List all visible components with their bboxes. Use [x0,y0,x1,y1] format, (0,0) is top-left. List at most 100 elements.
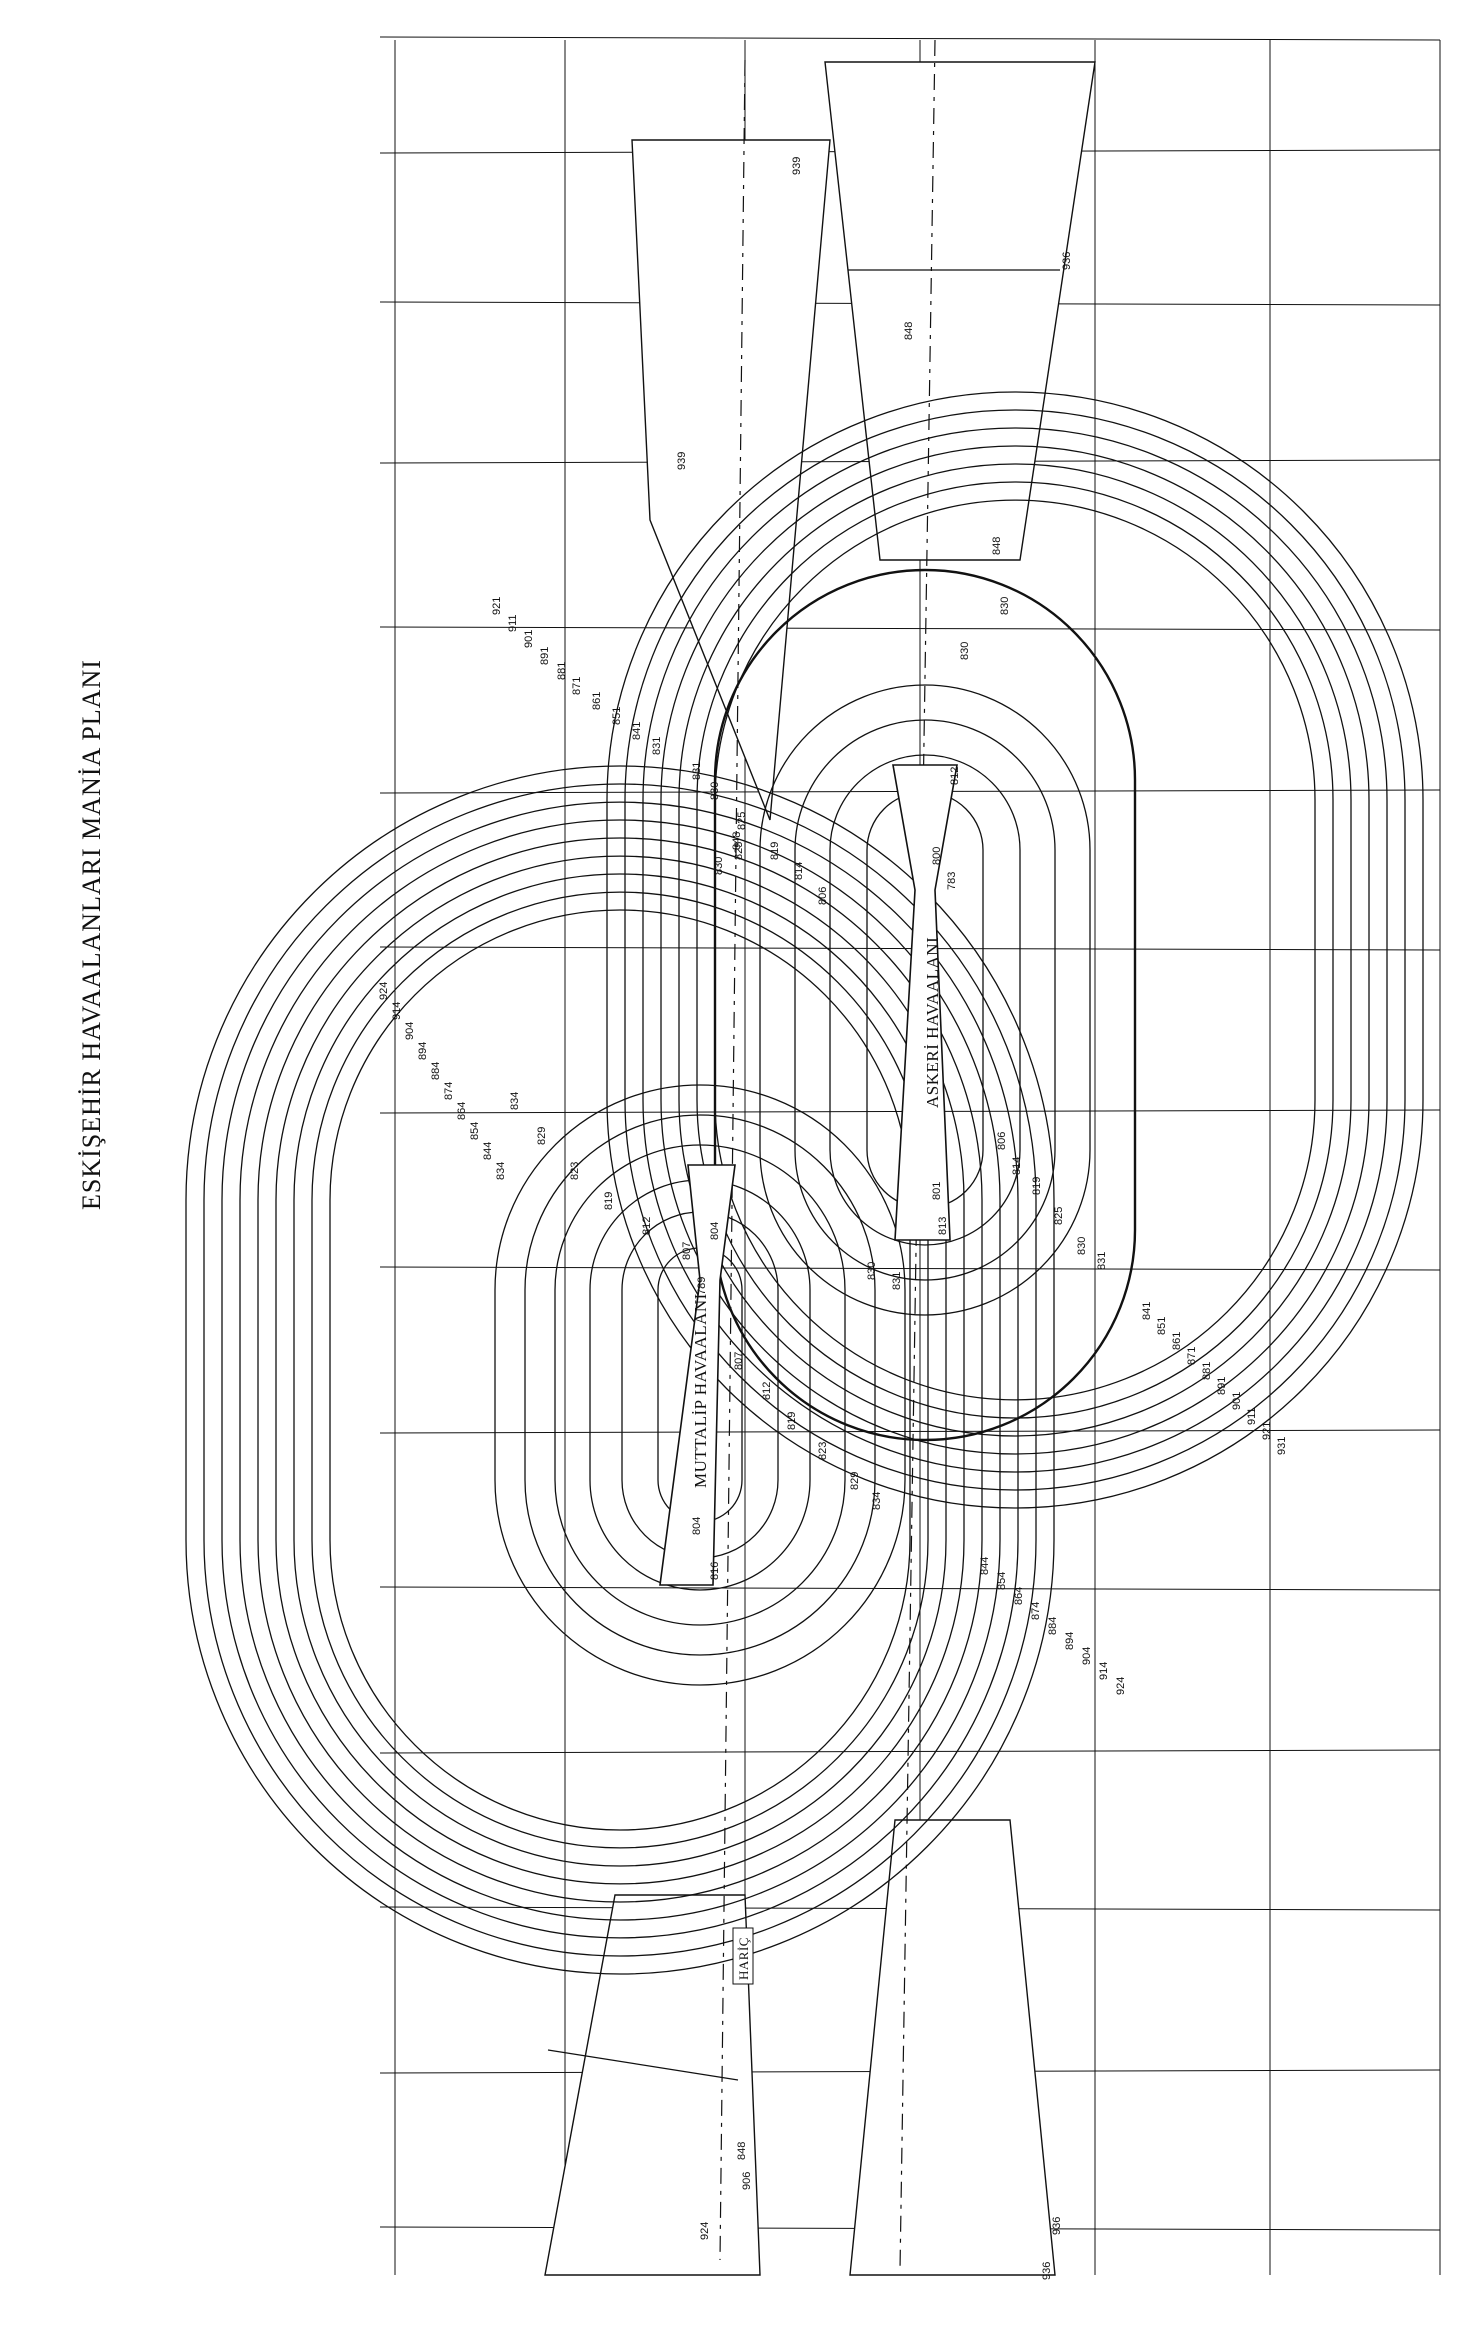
elevation-label-approach: 831 [891,1272,903,1290]
elevation-label-outer: 924 [1115,1677,1127,1695]
elevation-label-outer: 901 [523,630,535,648]
contour-ring [759,684,1091,1316]
contour-ring [624,409,1406,1491]
elevation-label-muttalip-end: 816 [709,1562,721,1580]
elevation-label-outer: 844 [482,1142,494,1160]
elevation-label-approach: 939 [791,157,803,175]
elevation-label-muttalip: 819 [603,1192,615,1210]
contour-ring [696,481,1334,1419]
grid-line-horizontal [379,36,1441,41]
elevation-label-approach: 939 [676,452,688,470]
elevation-label-outer: 894 [417,1042,429,1060]
elevation-label-muttalip-end: 804 [691,1517,703,1535]
elevation-label-askeri: 830 [1076,1237,1088,1255]
elevation-label-outer: 904 [1081,1647,1093,1665]
contour-ring [329,909,911,1831]
elevation-label-approach: 825 [733,842,745,860]
elevation-label-outer: 914 [1098,1662,1110,1680]
elevation-label-askeri: 814 [1011,1157,1023,1175]
elevation-label-outer: 891 [539,647,551,665]
elevation-label-outer: 861 [591,692,603,710]
elevation-label-approach: 936 [1061,252,1073,270]
elevation-label-outer: 854 [996,1572,1008,1590]
elevation-label-approach: 848 [991,537,1003,555]
elevation-label-outer: 924 [378,982,390,1000]
muttalip-airport-name: MUTTALİP HAVAALANI [691,1293,710,1488]
muttalip-runway [659,1164,736,1586]
elevation-label-approach: 830 [959,642,971,660]
elevation-label-approach: 848 [731,832,743,850]
elevation-label-askeri: 806 [817,887,829,905]
contour-ring [678,463,1352,1437]
elevation-label-outer: 851 [611,707,623,725]
elevation-label-outer: 881 [1201,1362,1213,1380]
approach-surfaces [544,61,1096,2276]
elevation-label-outer: 844 [979,1557,991,1575]
contour-ring [203,783,1037,1957]
elevation-label-askeri: 830 [709,782,721,800]
elevation-label-outer: 921 [1261,1422,1273,1440]
elevation-label-approach: 924 [699,2222,711,2240]
elevation-label-outer: 884 [430,1062,442,1080]
elevation-label-muttalip: 829 [849,1472,861,1490]
elevation-label-askeri-end: 812 [949,767,961,785]
elevation-label-askeri: 806 [996,1132,1008,1150]
elevation-label-outer: 834 [495,1162,507,1180]
elevation-label-askeri: 814 [793,862,805,880]
elevation-label-muttalip: 807 [681,1242,693,1260]
contour-ring [275,855,965,1885]
excluded-zone-text: HARİÇ [736,1937,751,1980]
askeri-airport-label: ASKERİ HAVAALANI [923,937,942,1108]
contour-ring [221,801,1019,1939]
elevation-label-outer: 854 [469,1122,481,1140]
elevation-label-outer: 841 [1141,1302,1153,1320]
elevation-label-outer: 891 [1216,1377,1228,1395]
elevation-label-muttalip: 834 [871,1492,883,1510]
elevation-label-muttalip: 812 [641,1217,653,1235]
contour-ring [794,719,1056,1281]
elevation-label-muttalip-end: 789 [696,1277,708,1295]
contour-ring [606,391,1424,1509]
elevation-label-approach: 830 [713,857,725,875]
elevation-label-outer: 871 [1186,1347,1198,1365]
elevation-label-outer: 841 [631,722,643,740]
contour-ring [660,445,1370,1455]
elevation-label-muttalip-end: 804 [709,1222,721,1240]
elevation-label-approach: 936 [1041,2262,1053,2280]
elevation-label-outer: 884 [1047,1617,1059,1635]
approach-surface-muttalip-north [631,139,831,821]
elevation-label-outer: 921 [491,597,503,615]
approach-surface-askeri-south [849,1819,1056,2276]
map-title-text: ESKİŞEHİR HAVAALANLARI MANİA PLANI [77,659,106,1210]
elevation-label-outer: 864 [1013,1587,1025,1605]
excluded-zone-label: HARİÇ [732,1927,754,1985]
elevation-label-askeri: 831 [1096,1252,1108,1270]
contour-ring [642,427,1388,1473]
elevation-label-askeri-end: 800 [931,847,943,865]
runways [659,764,958,1586]
elevation-label-approach: 906 [741,2172,753,2190]
contour-ring [589,1179,811,1591]
contour-ring [524,1114,876,1656]
elevation-label-outer: 831 [651,737,663,755]
elevation-label-outer: 911 [507,614,519,632]
askeri-airport-name: ASKERİ HAVAALANI [923,937,942,1108]
elevation-label-outer: 901 [1231,1392,1243,1410]
elevation-label-muttalip: 829 [536,1127,548,1145]
excluded-zone-box [732,1927,754,1985]
grid-line-horizontal [379,946,1441,951]
elevation-label-approach: 830 [999,597,1011,615]
elevation-label-askeri: 819 [1031,1177,1043,1195]
elevation-label-muttalip: 812 [761,1382,773,1400]
elevation-label-outer: 874 [443,1082,455,1100]
elevation-label-outer: 861 [1171,1332,1183,1350]
elevation-label-outer: 904 [404,1022,416,1040]
contour-ring [554,1144,846,1626]
elevation-label-askeri: 831 [691,762,703,780]
approach-surface-step [547,2049,739,2081]
elevation-label-muttalip: 807 [733,1352,745,1370]
elevation-label-muttalip: 819 [786,1412,798,1430]
elevation-contours [185,391,1424,1975]
elevation-label-muttalip: 823 [569,1162,581,1180]
